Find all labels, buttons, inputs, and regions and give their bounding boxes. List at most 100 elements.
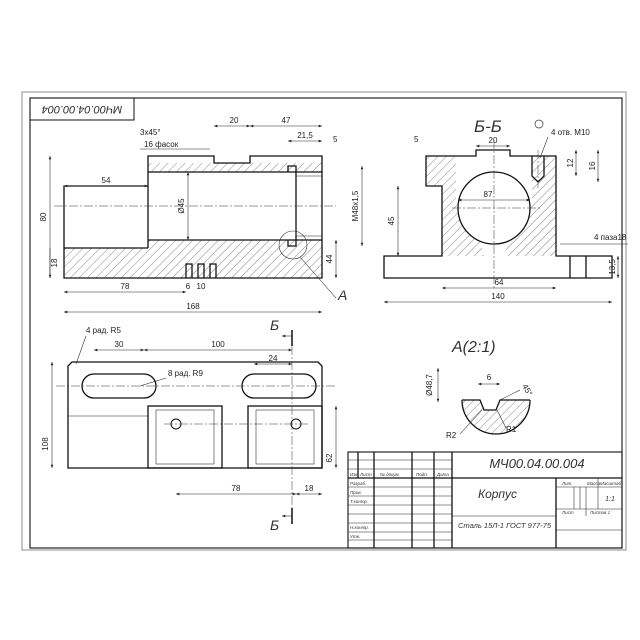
section-dim-20: 20 <box>489 136 498 145</box>
dim-20: 20 <box>230 116 239 125</box>
tb-sheet: Лист <box>561 510 574 515</box>
plan-pad-right-inner <box>255 409 315 465</box>
title-block-frame <box>347 451 623 549</box>
dim-18-front: 18 <box>50 258 59 267</box>
section-hatch-right <box>504 156 556 256</box>
tb-sheets: Листов 1 <box>589 510 611 515</box>
title-block: МЧ00.04.00.004 Корпус Сталь 15Л-1 ГОСТ 9… <box>347 451 623 549</box>
tb-designation: МЧ00.04.00.004 <box>489 456 584 471</box>
section-symbol <box>534 119 544 129</box>
plan-dim-30: 30 <box>115 340 124 349</box>
front-upper-wall-hatch <box>148 163 322 172</box>
section-dim-13-5: 13,5 <box>608 259 617 275</box>
plan-dim-78: 78 <box>232 484 241 493</box>
dim-47: 47 <box>282 116 291 125</box>
detail-a-callout: А <box>337 287 347 303</box>
detail-title: А(2:1) <box>451 339 496 356</box>
sheet-frame <box>29 97 623 549</box>
section-title: Б-Б <box>474 117 502 136</box>
dim-168: 168 <box>186 302 200 311</box>
plan-outline <box>67 361 323 469</box>
plan-radius8-leader <box>139 377 167 387</box>
section-outline <box>383 149 613 279</box>
front-bottom-slots <box>185 263 217 278</box>
tb-name: Корпус <box>478 487 517 501</box>
detail-r1-leader <box>496 409 507 429</box>
tb-scale-label: Масштаб <box>600 481 621 486</box>
plan-pad-right <box>247 405 323 469</box>
plan-dim-62: 62 <box>325 453 334 462</box>
dim-6: 6 <box>186 282 191 291</box>
plan-dim-100: 100 <box>211 340 225 349</box>
section-dim-12: 12 <box>566 158 575 167</box>
section-dim-140: 140 <box>491 292 505 301</box>
tb-col-sign: Подп. <box>416 472 428 477</box>
detail-angle-arc <box>499 389 521 401</box>
plan-pad-left-inner <box>155 409 215 465</box>
plan-view: 4 рад. R5 30 100 24 8 рад. R9 108 62 78 … <box>41 317 338 533</box>
section-view: Б-Б 5 20 4 отв. М10 12 16 87 45 4 паза18… <box>383 117 628 304</box>
dim-21-5: 21,5 <box>297 131 313 140</box>
detail-dim-6: 6 <box>487 373 492 382</box>
plan-radius4-leader <box>75 335 87 365</box>
sheet-outer-border <box>21 91 627 551</box>
plan-dim-24: 24 <box>269 354 278 363</box>
detail-a-leader <box>299 256 337 299</box>
dim-thread: М48х1,5 <box>351 190 360 221</box>
plan-radius4: 4 рад. R5 <box>86 326 121 335</box>
chamfer-count: 16 фасок <box>144 140 179 149</box>
section-dim-87: 87 <box>484 190 493 199</box>
tb-row-approve: Утв. <box>350 534 360 539</box>
front-body-hatch <box>64 240 322 278</box>
detail-a-callout-circle <box>278 230 308 260</box>
tb-row-dev: Разраб. <box>350 481 366 486</box>
rotated-doc-code: МЧ00.04.00.004 <box>42 103 123 115</box>
plan-pad-left <box>147 405 223 469</box>
tb-row-check: Пров. <box>350 490 362 495</box>
dim-5-front: 5 <box>333 135 338 144</box>
section-dim-64: 64 <box>495 278 504 287</box>
tb-material: Сталь 15Л-1 ГОСТ 977-75 <box>458 521 552 530</box>
plan-radius8: 8 рад. R9 <box>168 369 203 378</box>
dim-10: 10 <box>197 282 206 291</box>
cut-label-bottom: Б <box>270 517 279 533</box>
detail-r2: R2 <box>446 431 457 440</box>
section-dim-16: 16 <box>588 161 597 170</box>
dim-dia45: Ø45 <box>177 198 186 214</box>
tb-scale: 1:1 <box>605 496 615 503</box>
section-dim-5: 5 <box>414 135 419 144</box>
dim-78: 78 <box>121 282 130 291</box>
tb-col-doc: № докум. <box>380 472 400 477</box>
detail-hatch <box>462 400 530 434</box>
dim-44: 44 <box>325 254 334 263</box>
section-hatch-left <box>384 156 484 256</box>
front-outline <box>63 155 323 279</box>
front-view: А 3x45° 16 фасок 20 47 21,5 5 54 80 18 Ø… <box>39 116 364 314</box>
detail-groove <box>462 399 530 411</box>
tb-lit: Лит. <box>561 481 573 486</box>
rotated-stamp-box <box>29 97 135 121</box>
section-holes-leader <box>539 136 549 159</box>
dim-80: 80 <box>39 212 48 221</box>
tb-col-date: Дата <box>436 472 449 477</box>
tb-col-list: Лист <box>359 472 372 477</box>
cut-label-top: Б <box>270 317 279 333</box>
section-slot <box>569 256 587 278</box>
detail-r2-leader <box>459 409 483 435</box>
detail-dia: Ø48,7 <box>425 374 434 396</box>
tb-mass: Масса <box>587 481 601 486</box>
dim-54: 54 <box>102 176 111 185</box>
detail-view: А(2:1) 6 Ø48,7 45° R2 R1 <box>425 339 534 440</box>
tb-row-ncontrol: Н.контр. <box>350 525 369 530</box>
chamfer-label: 3x45° <box>140 128 161 137</box>
plan-dim-108: 108 <box>41 437 50 451</box>
section-dim-45: 45 <box>387 216 396 225</box>
detail-r1: R1 <box>506 425 517 434</box>
detail-angle: 45° <box>520 383 534 398</box>
tb-row-tcontrol: Т.контр. <box>350 499 368 504</box>
tb-col-izm: Изм <box>350 472 358 477</box>
section-holes: 4 отв. М10 <box>551 128 590 137</box>
section-slots: 4 паза18 <box>594 233 627 242</box>
detail-arc <box>461 399 531 435</box>
